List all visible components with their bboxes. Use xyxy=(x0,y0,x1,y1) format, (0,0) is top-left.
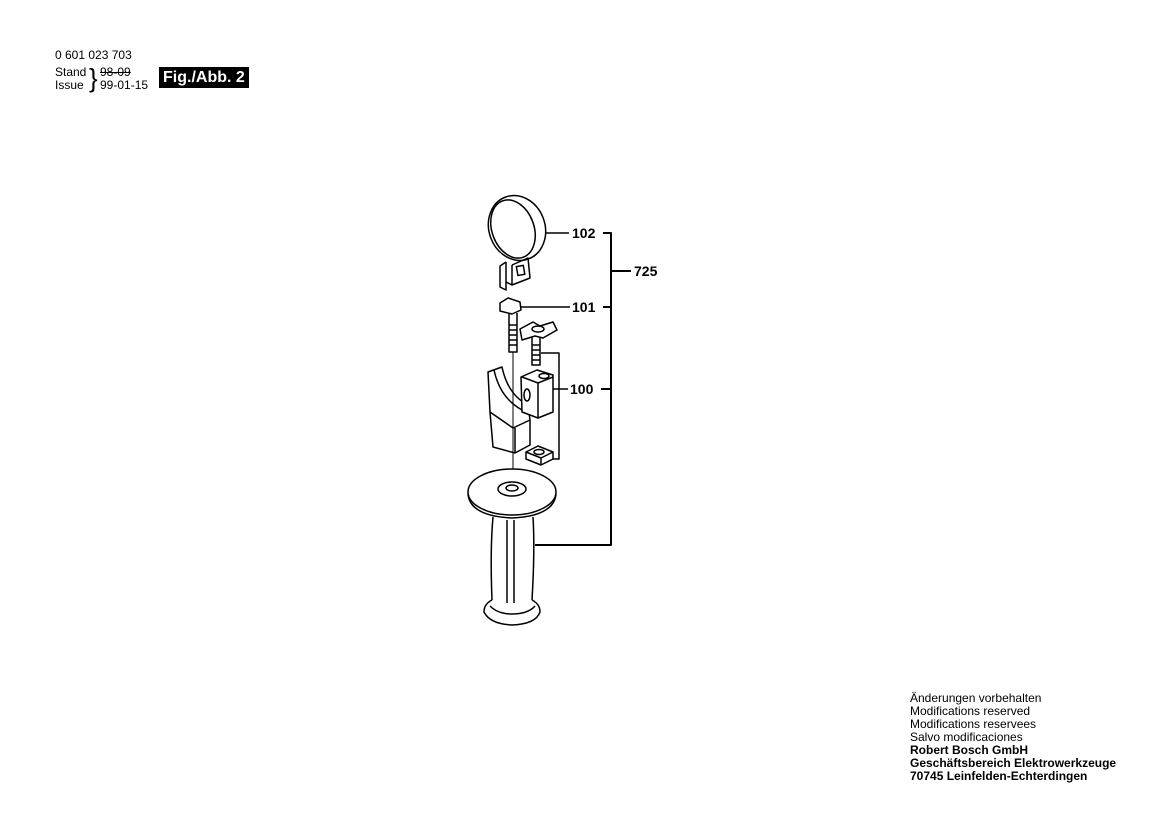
document-footer: Änderungen vorbehalten Modifications res… xyxy=(910,692,1116,783)
handle-icon xyxy=(467,468,557,626)
figure-label: Fig./Abb. 2 xyxy=(159,67,249,88)
stand-date: 98-09 xyxy=(100,65,131,79)
square-nut-icon xyxy=(525,445,554,466)
footer-line: Modifications reservees xyxy=(910,717,1037,731)
part-label-102: 102 xyxy=(572,225,596,241)
footer-line: Salvo modificaciones xyxy=(910,730,1023,744)
clamp-band-icon xyxy=(487,194,547,291)
company-address: 70745 Leinfelden-Echterdingen xyxy=(910,769,1088,783)
company-division: Geschäftsbereich Elektrowerkzeuge xyxy=(910,756,1117,770)
part-label-100: 100 xyxy=(570,381,594,397)
part-label-101: 101 xyxy=(572,299,596,315)
clamp-body-icon xyxy=(487,366,554,454)
footer-line: Änderungen vorbehalten xyxy=(910,691,1042,705)
footer-line: Modifications reserved xyxy=(910,704,1031,718)
bolt-icon xyxy=(499,297,522,353)
issue-label: Issue xyxy=(55,78,84,92)
brace-icon: } xyxy=(89,63,98,93)
issue-date: 99-01-15 xyxy=(100,78,149,92)
part-label-725: 725 xyxy=(634,263,658,279)
part-number: 0 601 023 703 xyxy=(55,48,132,62)
company-name: Robert Bosch GmbH xyxy=(910,743,1029,757)
stand-label: Stand xyxy=(55,65,87,79)
wing-bolt-icon xyxy=(519,321,558,366)
